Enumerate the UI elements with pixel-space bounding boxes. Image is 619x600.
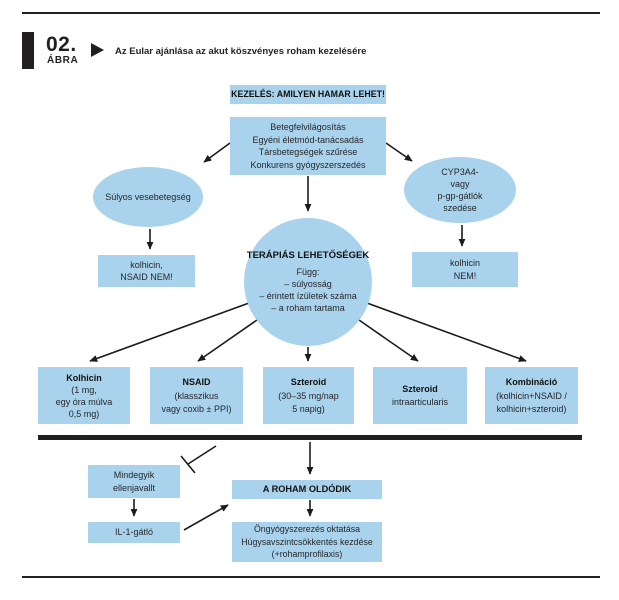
node-cyp-inhibitors: CYP3A4- vagy p-gp-gátlók szedése [404,157,516,223]
nsaid-line-1: (klasszikus [174,391,219,402]
node-attack-resolves: A ROHAM OLDÓDIK [232,480,382,499]
renal-label: Súlyos vesebetegség [105,191,191,202]
node-followup: Öngyógyszerezés oktatása Húgysavszintcsö… [232,522,382,562]
colchicine-line-3: 0,5 mg) [68,408,100,419]
education-line-3: Társbetegségek szűrése [258,147,358,157]
followup-line-3: (+rohamprofilaxis) [271,549,343,560]
steroid-ia-line-1: intraarticularis [391,396,449,407]
nsaid-line-2: vagy coxib ± PPI) [161,403,232,414]
arrow-education-to-renal [203,142,231,163]
node-steroid-intraarticular: Szteroid intraarticularis [373,367,467,424]
figure-number-caption: ÁBRA [47,55,79,66]
triangle-marker-icon [91,43,104,57]
cyp-line-2: vagy [450,179,470,189]
education-line-2: Egyéni életmód-tanácsadás [252,134,364,145]
arrow-options-to-nsaid [197,319,258,362]
section-divider [38,435,582,440]
cyp-no-line-2: NEM! [453,270,477,281]
followup-line-1: Öngyógyszerezés oktatása [253,524,361,535]
inhibit-cap-icon [180,455,196,474]
node-therapy-options: TERÁPIÁS LEHETŐSÉGEK Függ: – súlyosság –… [244,218,372,346]
contraindicated-line-1: Mindegyik [113,470,155,480]
options-line-3: – érintett ízületek száma [259,291,357,301]
renal-no-line-2: NSAID NEM! [120,272,173,282]
colchicine-line-1: (1 mg, [71,384,97,395]
node-label: KEZELÉS: AMILYEN HAMAR LEHET! [231,89,385,100]
node-contraindicated: Mindegyik ellenjavallt [88,465,180,498]
options-line-2: – súlyosság [284,279,332,289]
node-education: Betegfelvilágosítás Egyéni életmód-tanác… [230,117,386,175]
node-renal-no: kolhicin, NSAID NEM! [98,255,195,287]
cyp-line-4: szedése [443,203,477,213]
steroid-oral-line-1: (30–35 mg/nap [278,391,339,402]
steroid-oral-line-2: 5 napig) [292,403,325,414]
education-line-1: Betegfelvilágosítás [270,122,346,132]
colchicine-title: Kolhicin [66,372,102,383]
top-rule [22,12,600,14]
resolves-label: A ROHAM OLDÓDIK [262,484,352,495]
combo-line-1: (kolhicin+NSAID / [496,391,567,402]
figure-number: 02. [46,33,77,56]
figure-label-bar [22,32,34,69]
renal-no-line-1: kolhicin, [130,259,163,270]
cyp-no-line-1: kolhicin [449,258,480,268]
node-cyp-no: kolhicin NEM! [412,252,518,287]
il1-label: IL-1-gátló [114,527,154,538]
arrow-il1-to-resolves [183,504,229,531]
node-il1-inhibitor: IL-1-gátló [88,522,180,543]
combo-line-2: kolhicin+szteroid) [496,403,567,414]
options-line-4: – a roham tartama [271,303,345,313]
steroid-oral-title: Szteroid [290,376,327,387]
arrow-options-to-combo [366,302,527,362]
inhibit-line-divider-to-contraindicated [187,445,217,465]
education-line-4: Konkurens gyógyszerszedés [250,159,366,170]
arrow-options-to-colchicine [89,302,250,362]
contraindicated-line-2: ellenjavallt [112,482,156,493]
node-nsaid: NSAID (klasszikus vagy coxib ± PPI) [150,367,243,424]
node-treat-fast: KEZELÉS: AMILYEN HAMAR LEHET! [230,85,386,104]
node-steroid-oral: Szteroid (30–35 mg/nap 5 napig) [263,367,354,424]
bottom-rule [22,576,600,578]
steroid-ia-title: Szteroid [402,383,438,394]
node-renal-disease: Súlyos vesebetegség [93,167,203,227]
cyp-line-1: CYP3A4- [441,167,479,177]
figure-title: Az Eular ajánlása az akut köszvényes roh… [115,46,367,57]
node-combination: Kombináció (kolhicin+NSAID / kolhicin+sz… [485,367,578,424]
therapy-options-title: TERÁPIÁS LEHETŐSÉGEK [246,250,370,261]
cyp-line-3: p-gp-gátlók [437,191,483,201]
node-colchicine: Kolhicin (1 mg, egy óra múlva 0,5 mg) [38,367,130,424]
arrow-education-to-cyp [385,142,413,162]
colchicine-line-2: egy óra múlva [55,396,113,407]
followup-line-2: Húgysavszintcsökkentés kezdése [241,536,373,547]
arrow-options-to-steroidia [358,319,419,362]
combo-title: Kombináció [505,376,558,387]
nsaid-title: NSAID [182,376,211,387]
options-line-1: Függ: [296,267,320,277]
